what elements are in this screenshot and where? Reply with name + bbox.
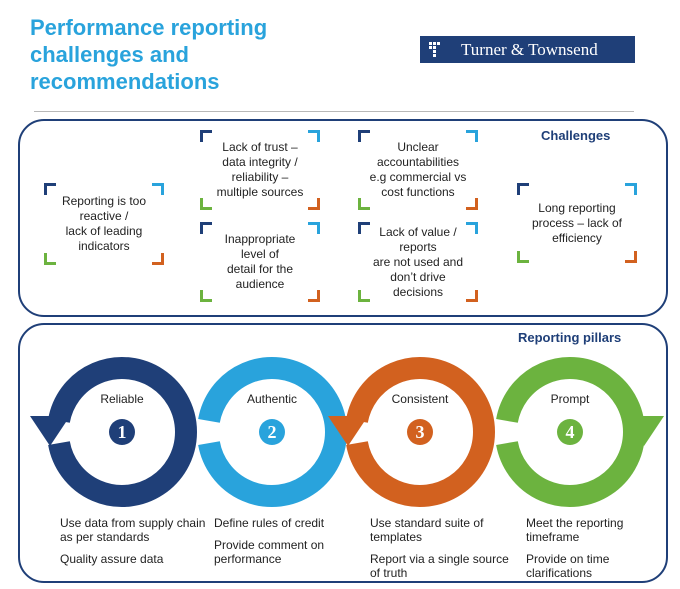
pillar-label: Prompt [550,392,590,406]
corner-brackets-icon [200,130,320,210]
cycle-arrowhead-icon [624,416,664,446]
cycle-arrowhead-icon [30,416,70,446]
pillar-point: Meet the reporting timeframe [526,516,624,544]
pillar-point: Use standard suite of templates [370,516,484,544]
pillar-point: Provide on time clarifications [526,552,610,580]
pillar-label: Consistent [391,392,449,406]
corner-brackets-icon [200,222,320,302]
pillar-point: Provide comment on performance [214,538,325,566]
logo-dots-icon [420,36,447,63]
pillar-ring [48,357,197,507]
pillar-number-badge: 4 [557,419,583,445]
pillar-point: Use data from supply chain as per standa… [60,516,206,544]
cycle-arrowhead-icon [328,416,368,446]
challenges-heading: Challenges [541,128,611,143]
corner-brackets-icon [44,183,164,265]
turner-townsend-logo: Turner & Townsend [420,36,635,63]
challenge-text: Lack of trust –data integrity /reliabili… [216,140,304,199]
page-title: Performance reporting challenges and rec… [30,14,360,95]
pillar-point: Report via a single source of truth [370,552,509,580]
pillar-point: Define rules of credit [214,516,325,530]
pillar-ring [198,357,347,507]
challenge-card: Lack of trust –data integrity /reliabili… [200,130,320,210]
pillar-label: Reliable [100,392,144,406]
pillar-description: Use data from supply chain as per standa… [60,516,210,574]
pillar-label: Authentic [246,392,298,406]
corner-brackets-icon [358,130,478,210]
title-line-3: recommendations [30,69,220,94]
pillar-number-badge: 3 [407,419,433,445]
challenges-panel [18,119,668,317]
logo-text: Turner & Townsend [461,39,598,59]
reporting-pillars-heading: Reporting pillars [518,330,622,345]
pillar-number-badge: 1 [109,419,135,445]
pillar-number-badge: 2 [259,419,285,445]
pillar-ring [496,357,645,507]
corner-brackets-icon [517,183,637,263]
title-line-1: Performance reporting [30,15,268,40]
pillar-point: Quality assure data [60,552,164,566]
title-line-2: challenges and [30,42,189,67]
corner-brackets-icon [358,222,478,302]
divider [34,111,634,112]
pillar-ring [346,357,495,507]
